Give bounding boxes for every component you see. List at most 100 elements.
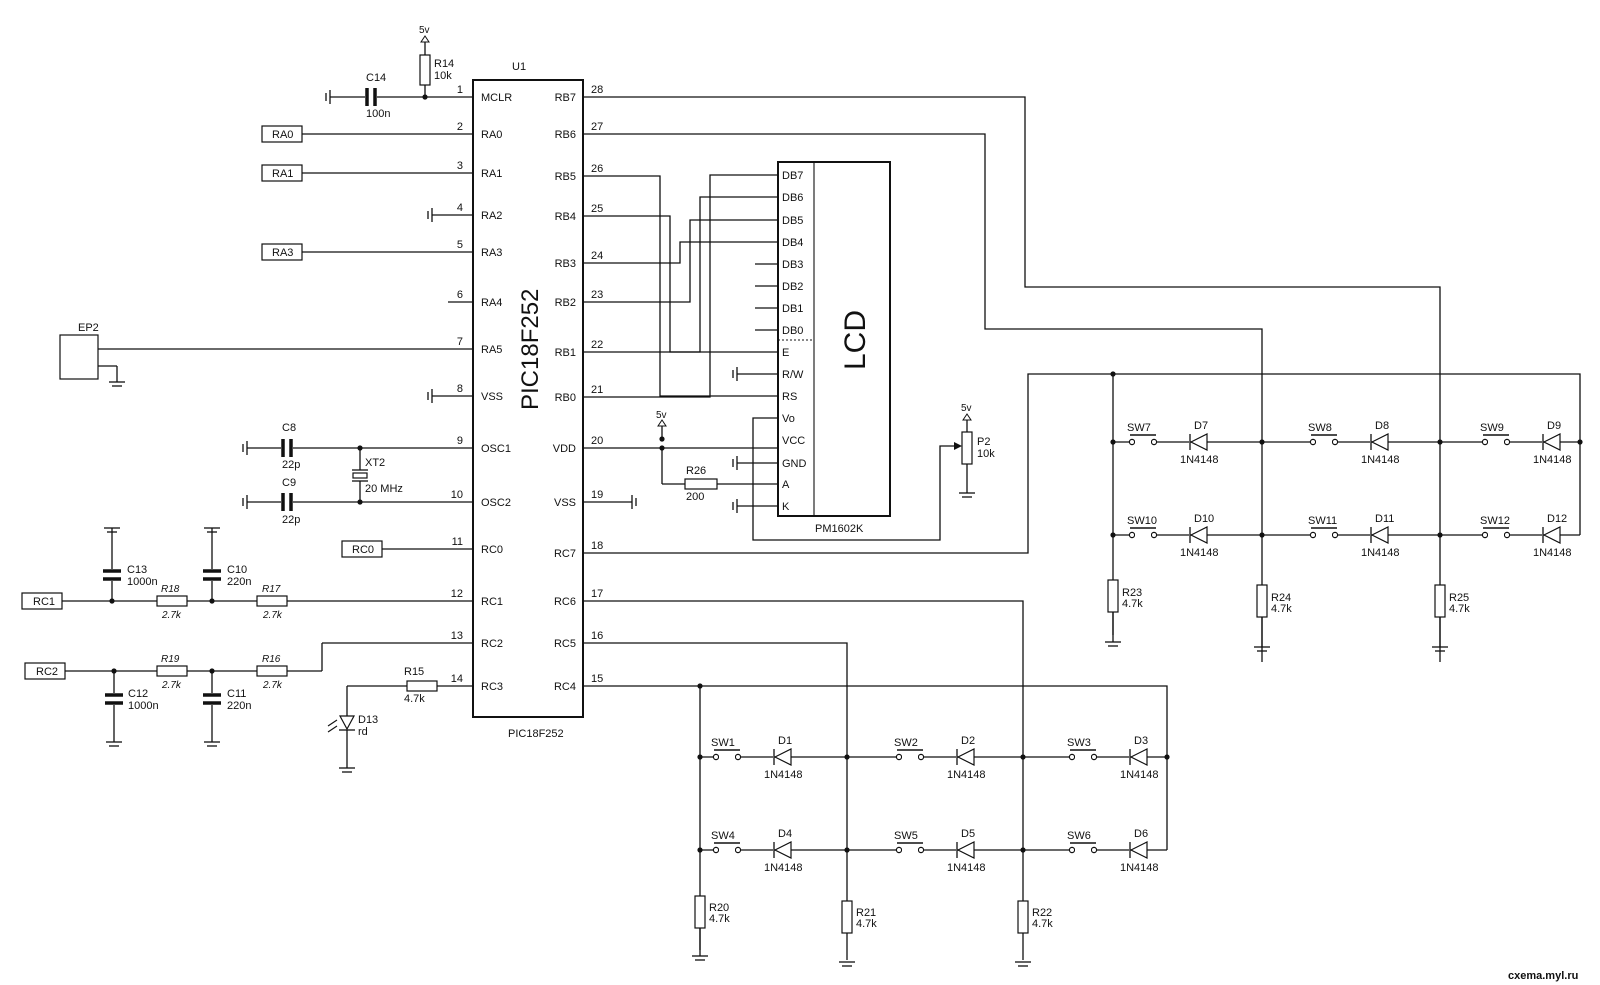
r14-ref: R14 bbox=[434, 58, 454, 70]
switch-label: SW4 bbox=[711, 830, 735, 842]
diode-value: 1N4148 bbox=[947, 769, 986, 781]
switch-label: SW7 bbox=[1127, 422, 1151, 434]
diode-icon bbox=[773, 841, 792, 859]
mcu-pin-name: RB6 bbox=[555, 129, 576, 141]
mcu-pin-number: 19 bbox=[591, 489, 603, 501]
mcu-pin-number: 23 bbox=[591, 289, 603, 301]
mcu-pin-name: MCLR bbox=[481, 92, 512, 104]
r19-resistor bbox=[156, 665, 188, 677]
mcu-pin-name: RA5 bbox=[481, 344, 502, 356]
mcu-pin-name: RC3 bbox=[481, 681, 503, 693]
mcu-pin-number: 21 bbox=[591, 384, 603, 396]
r18-value: 2.7k bbox=[161, 610, 182, 621]
mcu-pin-number: 14 bbox=[451, 673, 463, 685]
mcu-pin-number: 26 bbox=[591, 163, 603, 175]
xt2-crystal bbox=[352, 472, 368, 479]
switch-contact bbox=[1068, 753, 1076, 761]
mcu-pin-name: RC1 bbox=[481, 596, 503, 608]
r16-value: 2.7k bbox=[262, 680, 283, 691]
switch-contact bbox=[1090, 753, 1098, 761]
lcd-pin-name: RS bbox=[782, 391, 797, 403]
mcu-pin-number: 10 bbox=[451, 489, 463, 501]
switch-contact bbox=[734, 846, 742, 854]
r20-resistor bbox=[694, 895, 706, 929]
lcd-pin-name: DB7 bbox=[782, 170, 803, 182]
r15-resistor bbox=[406, 680, 438, 692]
mcu-pin-number: 15 bbox=[591, 673, 603, 685]
r26-resistor bbox=[684, 478, 718, 490]
switch-label: SW11 bbox=[1308, 515, 1337, 527]
lcd-module: LCD PM1602K DB7DB6DB5DB4DB3DB2DB1DB0ER/W… bbox=[777, 161, 891, 535]
lcd-pin-name: DB1 bbox=[782, 303, 803, 315]
lcd-pin-name: VCC bbox=[782, 435, 805, 447]
lcd-model: PM1602K bbox=[815, 523, 864, 535]
switch-label: SW5 bbox=[894, 830, 918, 842]
lcd-title: LCD bbox=[839, 310, 872, 370]
mcu-part-name: PIC18F252 bbox=[517, 289, 544, 410]
r24-resistor bbox=[1256, 584, 1268, 618]
lcd-wiring: 5v R26 200 5v P2 10k bbox=[583, 174, 995, 541]
svg-text:RC1: RC1 bbox=[33, 596, 55, 608]
mcu-pin-number: 4 bbox=[457, 202, 463, 214]
r16-ref: R16 bbox=[262, 654, 281, 665]
r23-resistor bbox=[1107, 579, 1119, 613]
diode-value: 1N4148 bbox=[1180, 454, 1219, 466]
r21-resistor bbox=[841, 900, 853, 934]
c8-ref: C8 bbox=[282, 422, 296, 434]
lcd-pin-name: K bbox=[782, 501, 790, 513]
diode-value: 1N4148 bbox=[1361, 454, 1400, 466]
mcu-pin-number: 9 bbox=[457, 435, 463, 447]
p2-value: 10k bbox=[977, 448, 995, 460]
diode-icon bbox=[1189, 526, 1208, 544]
lcd-body bbox=[777, 161, 891, 517]
port-ra1: RA1 bbox=[261, 164, 473, 182]
mcu-pin-name: RC2 bbox=[481, 638, 503, 650]
oscillator: C8 22p C9 22p XT2 20 MHz bbox=[242, 422, 473, 526]
diode-icon bbox=[1370, 526, 1389, 544]
d13-value: rd bbox=[358, 726, 368, 738]
r26-value: 200 bbox=[686, 491, 704, 503]
c9-value: 22p bbox=[282, 514, 300, 526]
svg-text:RC2: RC2 bbox=[36, 666, 58, 678]
r20-value: 4.7k bbox=[709, 913, 730, 925]
mcu-pin-number: 20 bbox=[591, 435, 603, 447]
diode-icon bbox=[1129, 841, 1148, 859]
lcd-pin-name: DB2 bbox=[782, 281, 803, 293]
mcu-pin-name: RA3 bbox=[481, 247, 502, 259]
c14-value: 100n bbox=[366, 108, 390, 120]
mcu-pin-name: VSS bbox=[481, 391, 503, 403]
mcu-pin-name: RA2 bbox=[481, 210, 502, 222]
diode-label: D1 bbox=[778, 735, 792, 747]
switch-contact bbox=[895, 846, 903, 854]
mcu-pin-name: RA4 bbox=[481, 297, 502, 309]
mcu-pin-name: RB7 bbox=[555, 92, 576, 104]
r25-value: 4.7k bbox=[1449, 603, 1470, 615]
mcu-right-pins: 28RB727RB626RB525RB424RB323RB222RB121RB0… bbox=[553, 84, 603, 693]
svg-text:RA1: RA1 bbox=[272, 168, 293, 180]
mcu-pin-name: VSS bbox=[554, 497, 576, 509]
diode-value: 1N4148 bbox=[1361, 547, 1400, 559]
mcu-pin-number: 24 bbox=[591, 250, 603, 262]
svg-text:RA0: RA0 bbox=[272, 129, 293, 141]
r14-supply-label: 5v bbox=[419, 25, 430, 36]
svg-text:RA3: RA3 bbox=[272, 247, 293, 259]
diode-label: D4 bbox=[778, 828, 792, 840]
mcu-pin-number: 1 bbox=[457, 84, 463, 96]
switch-contact bbox=[1481, 438, 1489, 446]
r18-ref: R18 bbox=[161, 584, 180, 595]
c10-ref: C10 bbox=[227, 564, 247, 576]
mcu-pin-number: 17 bbox=[591, 588, 603, 600]
port-rc1: RC1 bbox=[21, 592, 63, 610]
mcu-body bbox=[472, 79, 584, 718]
switch-contact bbox=[734, 753, 742, 761]
diode-value: 1N4148 bbox=[1180, 547, 1219, 559]
mcu-pin-number: 3 bbox=[457, 160, 463, 172]
vss-ground-left bbox=[427, 389, 473, 403]
r14-value: 10k bbox=[434, 70, 452, 82]
mcu-pin-name: RB5 bbox=[555, 171, 576, 183]
diode-value: 1N4148 bbox=[947, 862, 986, 874]
